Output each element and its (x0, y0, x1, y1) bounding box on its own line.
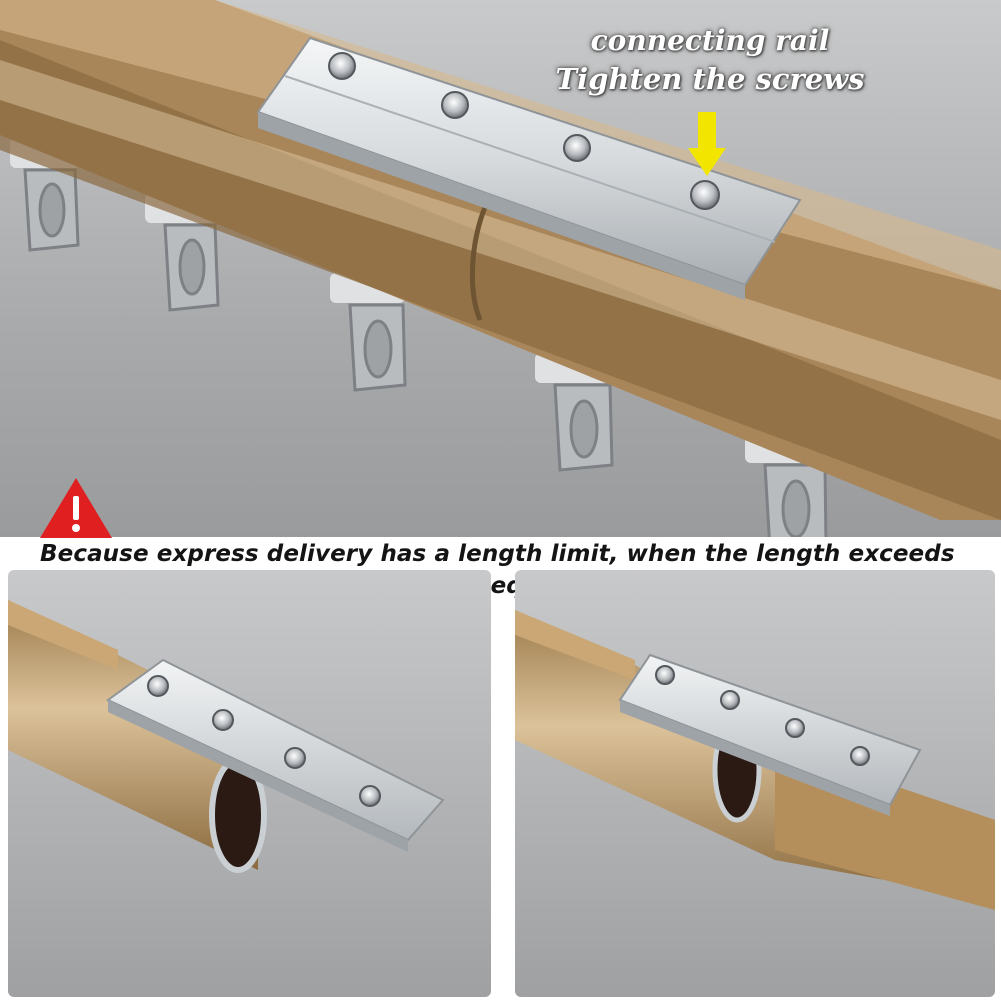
connector-inserted-illustration (8, 570, 491, 997)
connector-plate (256, 36, 802, 300)
connector-joining-illustration (515, 570, 995, 997)
callout-line-1: connecting rail (590, 24, 830, 57)
bottom-right-photo (515, 570, 995, 997)
rail-connector-illustration (0, 0, 1001, 537)
bottom-left-photo (8, 570, 491, 997)
callout-line-2: Tighten the screws (555, 62, 865, 96)
yellow-arrow-icon (688, 112, 726, 176)
warning-triangle-icon (38, 476, 114, 540)
callout-text: connecting rail Tighten the screws (555, 22, 865, 98)
top-product-photo: connecting rail Tighten the screws (0, 0, 1001, 537)
